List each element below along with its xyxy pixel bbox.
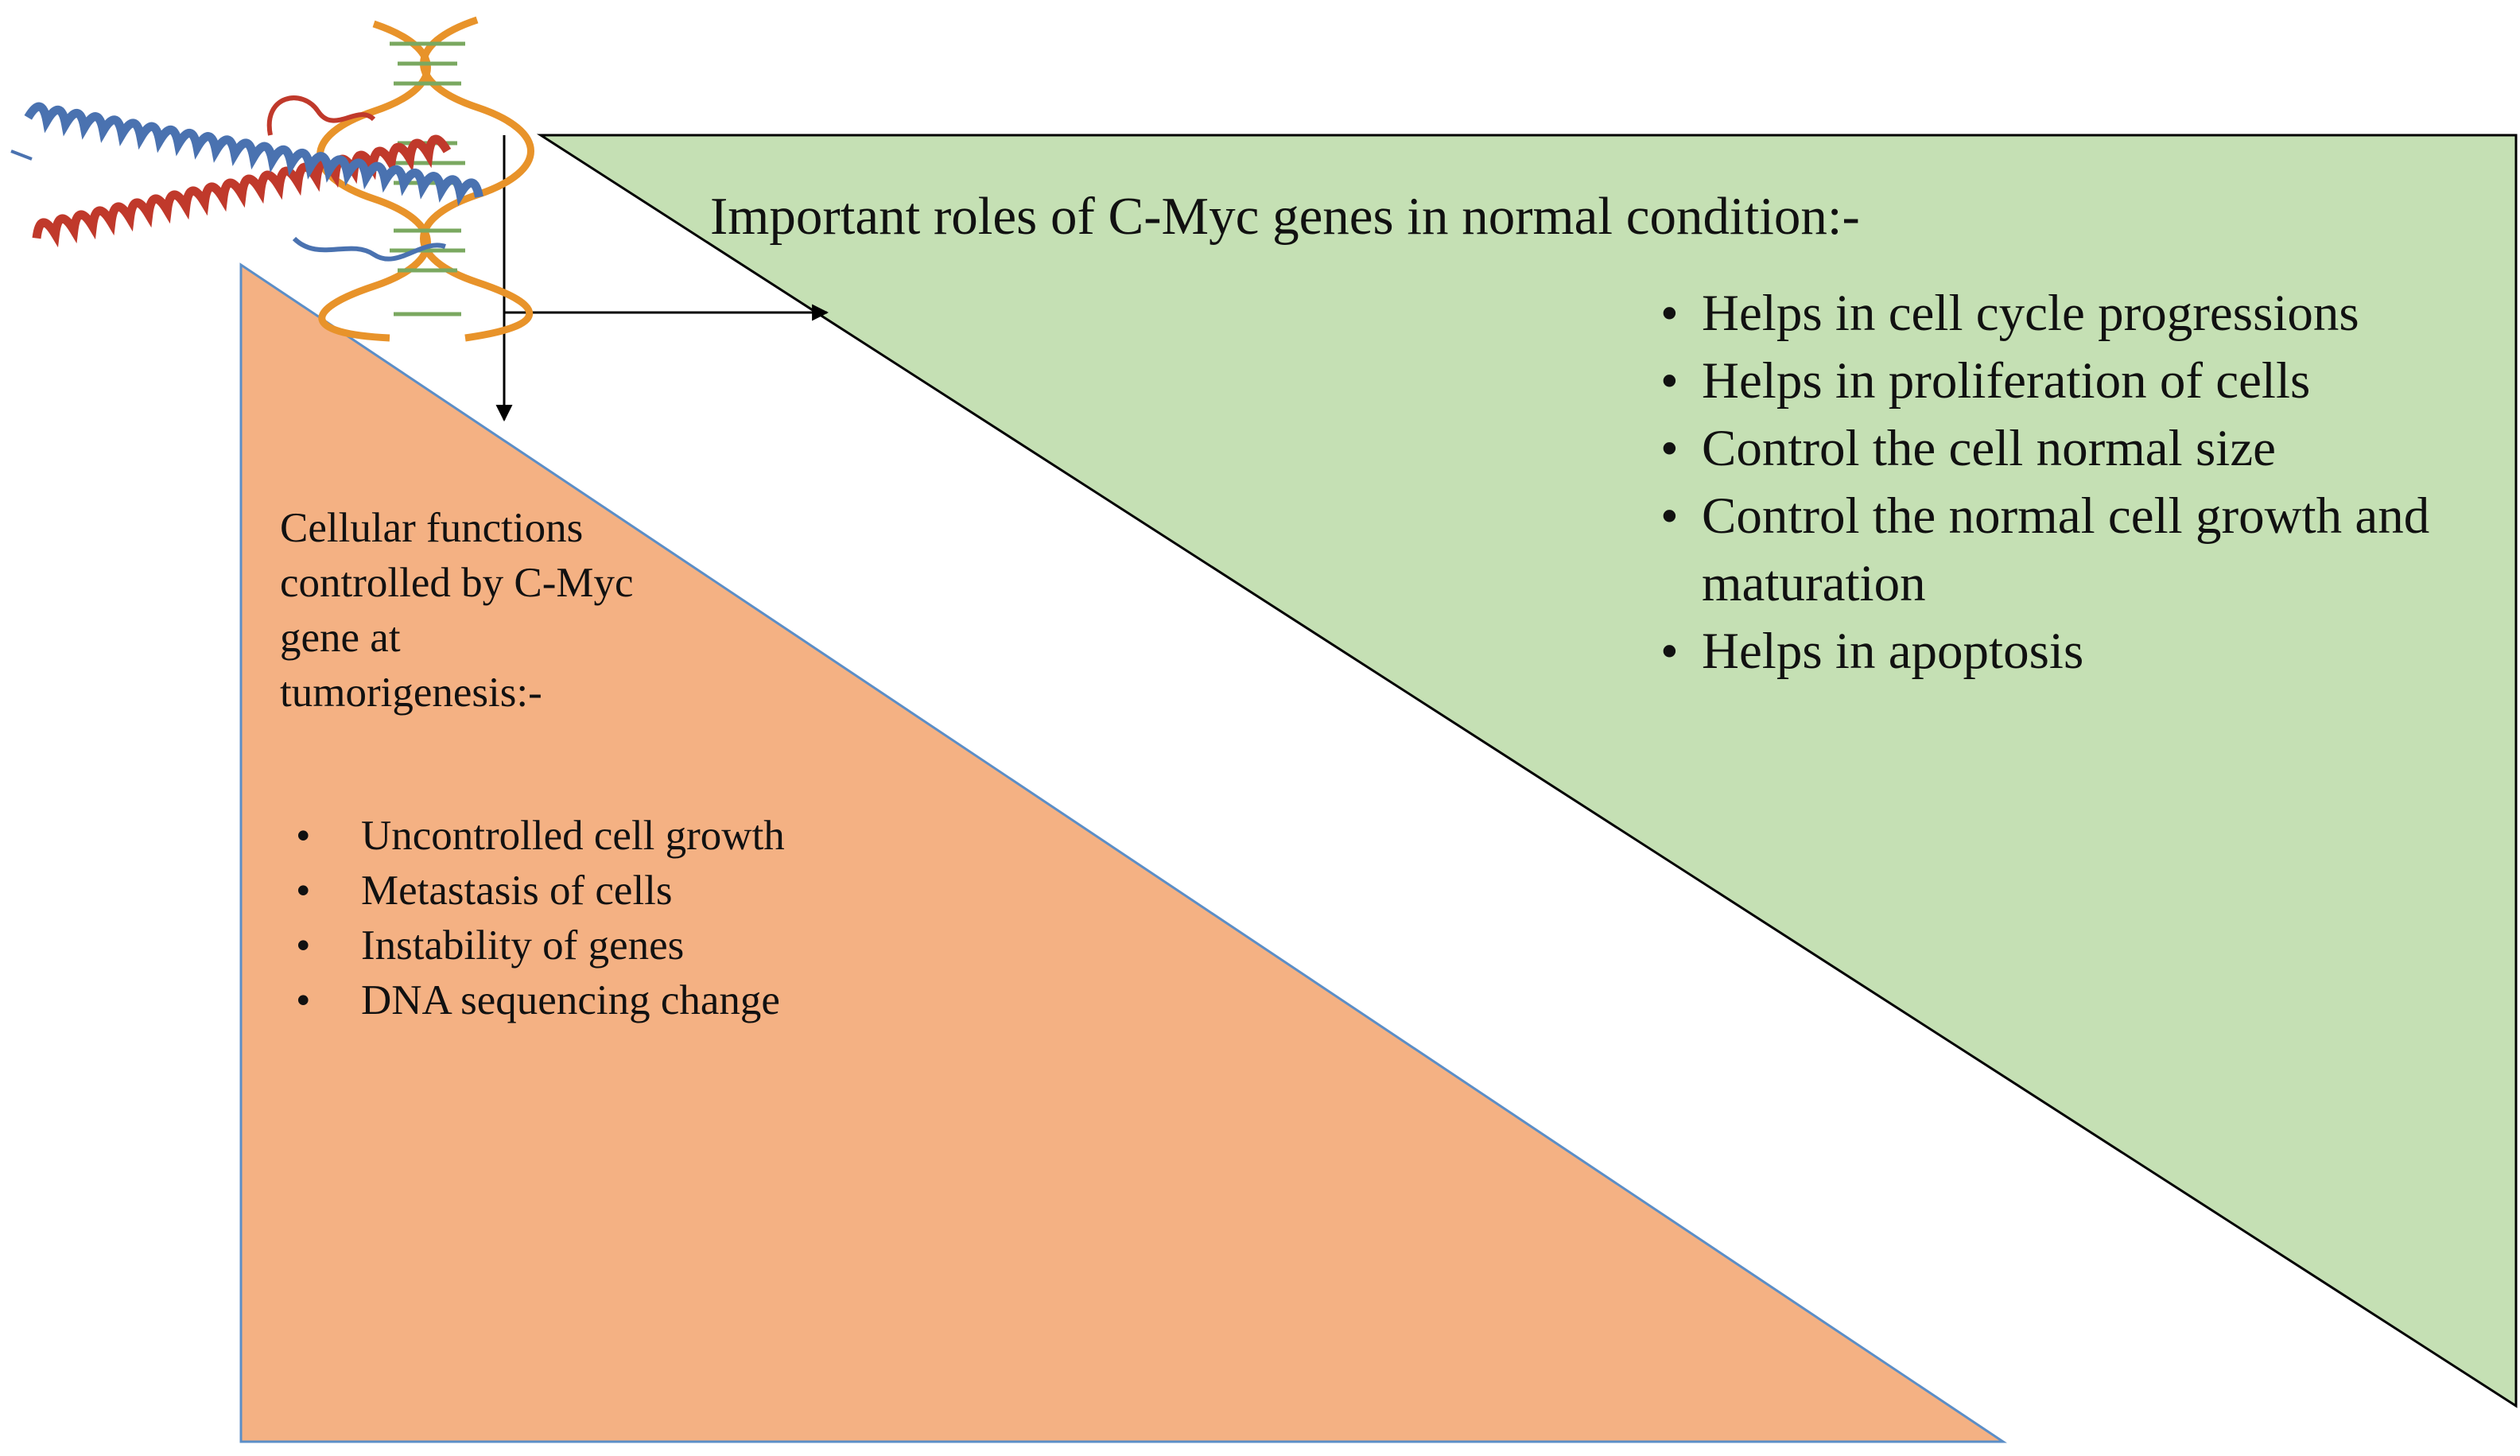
list-item: Control the normal cell growth and — [1660, 483, 2429, 550]
tumorigenesis-triangle — [239, 262, 2007, 1443]
blue-helix-icon — [10, 102, 483, 262]
list-item: Uncontrolled cell growth — [296, 809, 785, 864]
list-item: DNA sequencing change — [296, 973, 785, 1028]
red-helix-icon — [32, 95, 452, 248]
list-item: Helps in cell cycle progressions — [1660, 280, 2429, 347]
list-item: Helps in proliferation of cells — [1660, 347, 2429, 415]
list-item-continuation: maturation — [1702, 555, 1926, 612]
normal-condition-list: Helps in cell cycle progressions Helps i… — [1660, 280, 2429, 685]
normal-condition-title: Important roles of C-Myc genes in normal… — [710, 187, 1860, 246]
list-item: Control the cell normal size — [1660, 415, 2429, 483]
list-item: Metastasis of cells — [296, 864, 785, 918]
list-item: Helps in apoptosis — [1660, 618, 2429, 685]
tumorigenesis-title: Cellular functions controlled by C-Myc g… — [280, 505, 634, 716]
tumorigenesis-list: Uncontrolled cell growth Metastasis of c… — [296, 809, 785, 1028]
myc-protein-dna-complex-icon — [10, 16, 534, 342]
list-item: Instability of genes — [296, 918, 785, 973]
